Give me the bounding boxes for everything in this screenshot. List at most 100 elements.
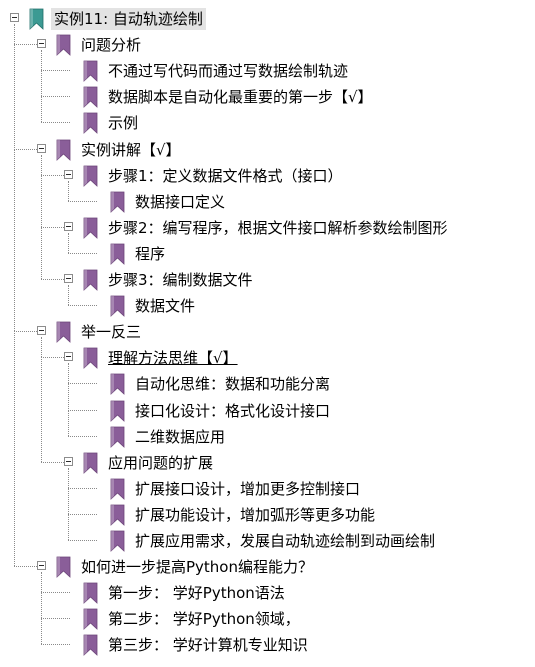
bookmark-label: 理解方法思维【√】	[108, 349, 238, 368]
bookmark-icon	[110, 400, 125, 422]
tree-connector-h	[41, 96, 70, 98]
bookmark-label: 数据文件	[135, 297, 196, 316]
tree-connector-v	[68, 363, 69, 384]
bookmark-icon	[83, 634, 98, 657]
bookmark-icon	[110, 243, 125, 265]
tree-connector-h	[68, 540, 97, 541]
tree-connector-h	[41, 644, 70, 646]
bookmark-item[interactable]: 自动化思维：数据和功能分离	[0, 372, 535, 398]
tree-connector-v	[41, 154, 42, 175]
bookmark-label: 第三步： 学好计算机专业知识	[108, 636, 308, 655]
bookmark-item[interactable]: 第二步： 学好Python领域，	[0, 607, 535, 633]
bookmark-item[interactable]: 第三步： 学好计算机专业知识	[0, 633, 535, 659]
tree-connector-h	[68, 487, 97, 489]
bookmark-item[interactable]: 数据接口定义	[0, 190, 535, 216]
bookmark-label: 自动化思维：数据和功能分离	[135, 375, 331, 394]
tree-connector-v	[14, 24, 15, 45]
bookmark-item[interactable]: 步骤3：编制数据文件	[0, 268, 535, 294]
bookmark-item[interactable]: 实例讲解【√】	[0, 138, 535, 164]
collapse-toggle-icon[interactable]	[64, 169, 73, 179]
bookmark-item[interactable]: 问题分析	[0, 33, 535, 59]
bookmark-label: 数据接口定义	[135, 192, 226, 211]
bookmark-item[interactable]: 如何进一步提高Python编程能力？	[0, 555, 535, 581]
tree-connector-v	[14, 44, 15, 149]
bookmark-item[interactable]: 数据脚本是自动化最重要的第一步【√】	[0, 85, 535, 111]
bookmark-icon	[83, 582, 98, 605]
bookmark-icon	[56, 34, 71, 57]
tree-connector-v	[41, 174, 42, 227]
tree-connector-v	[68, 409, 69, 436]
bookmark-icon	[83, 60, 98, 83]
tree-connector-h	[68, 409, 97, 411]
tree-connector-v	[41, 572, 42, 593]
tree-connector-v	[41, 50, 42, 71]
bookmark-icon	[110, 478, 125, 500]
collapse-toggle-icon[interactable]	[64, 274, 73, 283]
bookmark-label: 示例	[108, 114, 139, 133]
bookmark-item[interactable]: 理解方法思维【√】	[0, 346, 535, 372]
collapse-toggle-icon[interactable]	[64, 352, 73, 362]
collapse-toggle-icon[interactable]	[37, 326, 46, 336]
bookmark-item[interactable]: 扩展应用需求，发展自动轨迹绘制到动画绘制	[0, 529, 535, 555]
tree-connector-h	[14, 331, 43, 333]
bookmark-item[interactable]: 程序	[0, 242, 535, 268]
collapse-toggle-icon[interactable]	[37, 39, 46, 49]
tree-connector-v	[41, 337, 42, 358]
tree-connector-v	[41, 592, 42, 619]
tree-connector-h	[41, 279, 70, 280]
bookmark-item[interactable]: 数据文件	[0, 294, 535, 320]
tree-connector-v	[41, 357, 42, 462]
tree-connector-h	[41, 357, 70, 359]
bookmark-icon	[110, 373, 125, 396]
bookmark-item[interactable]: 接口化设计：格式化设计接口	[0, 399, 535, 425]
tree-connector-v	[68, 467, 69, 488]
bookmark-label: 步骤3：编制数据文件	[108, 271, 253, 289]
bookmark-item[interactable]: 二维数据应用	[0, 425, 535, 451]
tree-connector-h	[68, 435, 97, 437]
tree-connector-v	[68, 383, 69, 410]
collapse-toggle-icon[interactable]	[64, 456, 73, 466]
bookmark-label: 实例讲解【√】	[81, 140, 181, 159]
bookmark-item[interactable]: 扩展接口设计，增加更多控制接口	[0, 477, 535, 503]
collapse-toggle-icon[interactable]	[64, 221, 73, 231]
bookmark-item[interactable]: 举一反三	[0, 320, 535, 346]
tree-connector-h	[68, 305, 97, 307]
bookmark-label: 步骤1：定义数据文件格式（接口）	[108, 166, 343, 185]
bookmark-item[interactable]: 步骤2：编写程序，根据文件接口解析参数绘制图形	[0, 216, 535, 242]
collapse-toggle-icon[interactable]	[37, 561, 46, 571]
bookmark-icon	[110, 530, 125, 552]
bookmark-item[interactable]: 示例	[0, 111, 535, 137]
bookmark-label: 步骤2：编写程序，根据文件接口解析参数绘制图形	[108, 218, 448, 237]
bookmark-label: 二维数据应用	[135, 427, 226, 446]
bookmark-icon	[83, 452, 98, 474]
tree-connector-v	[68, 232, 69, 253]
bookmark-label: 第一步： 学好Python语法	[108, 584, 285, 603]
bookmark-item[interactable]: 第一步： 学好Python语法	[0, 581, 535, 607]
bookmark-icon	[83, 165, 98, 187]
bookmark-icon	[56, 321, 71, 344]
bookmark-icon	[110, 426, 125, 448]
tree-connector-h	[41, 122, 70, 124]
bookmark-icon	[83, 269, 98, 291]
collapse-toggle-icon[interactable]	[10, 13, 19, 22]
bookmark-item[interactable]: 不通过写代码而通过写数据绘制轨迹	[0, 59, 535, 85]
bookmark-item[interactable]: 扩展功能设计，增加弧形等更多功能	[0, 503, 535, 529]
bookmark-item[interactable]: 实例11: 自动轨迹绘制	[0, 7, 535, 33]
bookmark-label: 举一反三	[81, 323, 142, 342]
bookmark-icon	[110, 191, 125, 213]
tree-connector-v	[41, 96, 42, 123]
bookmark-label: 扩展应用需求，发展自动轨迹绘制到动画绘制	[135, 532, 436, 550]
tree-connector-h	[68, 383, 97, 385]
bookmark-item[interactable]: 应用问题的扩展	[0, 451, 535, 477]
bookmark-icon	[83, 217, 98, 239]
bookmark-label: 程序	[135, 244, 166, 263]
collapse-toggle-icon[interactable]	[37, 143, 46, 153]
tree-connector-h	[41, 174, 70, 176]
tree-connector-v	[41, 70, 42, 97]
tree-connector-h	[41, 70, 70, 72]
bookmark-label: 不通过写代码而通过写数据绘制轨迹	[108, 62, 349, 81]
tree-connector-h	[41, 461, 70, 463]
tree-connector-h	[14, 148, 43, 150]
bookmark-item[interactable]: 步骤1：定义数据文件格式（接口）	[0, 164, 535, 190]
bookmark-label: 应用问题的扩展	[108, 453, 214, 472]
